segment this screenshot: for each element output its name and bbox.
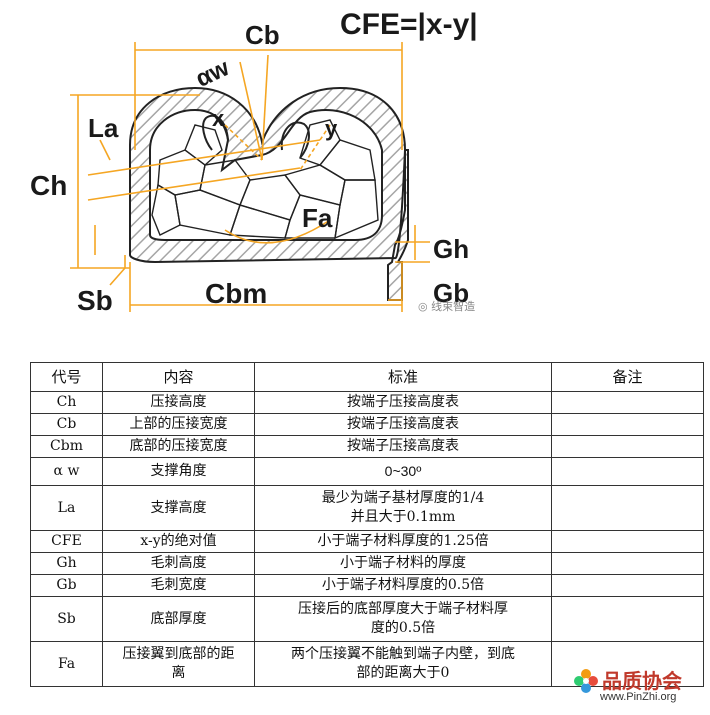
table-row: CFE x-y的绝对值 小于端子材料厚度的1.25倍 <box>30 530 704 553</box>
cell-standard: 小于端子材料厚度的0.5倍 <box>254 574 552 597</box>
header-note: 备注 <box>551 362 704 392</box>
cell-note <box>551 574 704 597</box>
cell-code: La <box>30 485 103 531</box>
watermark-label: 线束智造 <box>431 300 476 313</box>
cell-content: 压接高度 <box>102 391 255 414</box>
cell-content: 毛刺高度 <box>102 552 255 575</box>
label-la: La <box>88 113 119 143</box>
crimp-cross-section-diagram: CFE=|x-y| Cb αw x y La Ch Fa Gh Gb Sb Cb… <box>0 0 710 345</box>
table-row: Cbm 底部的压接宽度 按端子压接高度表 <box>30 435 704 458</box>
header-code: 代号 <box>30 362 103 392</box>
cell-standard: 两个压接翼不能触到端子内壁，到底 部的距离大于0 <box>254 641 552 687</box>
table-row: Sb 底部厚度 压接后的底部厚度大于端子材料厚 度的0.5倍 <box>30 596 704 642</box>
cell-note <box>551 413 704 436</box>
cell-standard: 按端子压接高度表 <box>254 391 552 414</box>
cell-standard: 0~30º <box>254 457 552 486</box>
cell-standard: 按端子压接高度表 <box>254 413 552 436</box>
table-row: Gb 毛刺宽度 小于端子材料厚度的0.5倍 <box>30 574 704 597</box>
pinzhi-logo: 品质协会 www.PinZhi.org <box>572 665 702 709</box>
dimension-lines <box>70 42 430 312</box>
crimp-diagram-svg <box>70 42 430 312</box>
cell-note <box>551 485 704 531</box>
cell-code: Sb <box>30 596 103 642</box>
inner-cavity <box>149 108 383 241</box>
cell-standard: 小于端子材料厚度的1.25倍 <box>254 530 552 553</box>
cell-code: α w <box>30 457 103 486</box>
cell-code: Cb <box>30 413 103 436</box>
cell-note <box>551 530 704 553</box>
logo-name: 品质协会 <box>602 669 682 693</box>
table-row: Gh 毛刺高度 小于端子材料的厚度 <box>30 552 704 575</box>
cell-note <box>551 457 704 486</box>
label-gb: Gb <box>433 278 470 308</box>
cell-code: Cbm <box>30 435 103 458</box>
cell-content: 压接翼到底部的距 离 <box>102 641 255 687</box>
cell-code: CFE <box>30 530 103 553</box>
cell-note <box>551 596 704 642</box>
cell-content: 毛刺宽度 <box>102 574 255 597</box>
table-row: La 支撑高度 最少为端子基材厚度的1/4 并且大于0.1mm <box>30 485 704 531</box>
cell-note <box>551 552 704 575</box>
label-cb: Cb <box>245 20 280 50</box>
table-row: Cb 上部的压接宽度 按端子压接高度表 <box>30 413 704 436</box>
logo-url: www.PinZhi.org <box>600 691 677 703</box>
cfe-formula: CFE=|x-y| <box>340 8 478 41</box>
table-header-row: 代号 内容 标准 备注 <box>30 362 704 392</box>
flower-logo-icon <box>574 669 598 693</box>
label-y: y <box>325 116 338 141</box>
label-fa: Fa <box>302 203 333 233</box>
cell-standard: 小于端子材料的厚度 <box>254 552 552 575</box>
cell-standard: 按端子压接高度表 <box>254 435 552 458</box>
cell-content: 支撑高度 <box>102 485 255 531</box>
table-row: Ch 压接高度 按端子压接高度表 <box>30 391 704 414</box>
header-standard: 标准 <box>254 362 552 392</box>
cell-content: 底部的压接宽度 <box>102 435 255 458</box>
cell-code: Ch <box>30 391 103 414</box>
watermark-text: ◎ 线束智造 <box>418 298 475 314</box>
label-gh: Gh <box>433 234 470 264</box>
table-row: α w 支撑角度 0~30º <box>30 457 704 486</box>
label-sb: Sb <box>77 285 113 316</box>
crimp-spec-table: 代号 内容 标准 备注 Ch 压接高度 按端子压接高度表 Cb 上部的压接宽度 … <box>30 362 704 687</box>
cell-code: Gb <box>30 574 103 597</box>
cell-note <box>551 435 704 458</box>
label-x: x <box>212 106 225 131</box>
cell-content: 上部的压接宽度 <box>102 413 255 436</box>
right-wing-tip <box>280 121 310 159</box>
label-cbm: Cbm <box>205 278 268 309</box>
left-wing-tip <box>202 114 229 151</box>
cell-code: Fa <box>30 641 103 687</box>
table-row: Fa 压接翼到底部的距 离 两个压接翼不能触到端子内壁，到底 部的距离大于0 <box>30 641 704 687</box>
wire-strands <box>151 119 379 240</box>
cell-content: 底部厚度 <box>102 596 255 642</box>
header-content: 内容 <box>102 362 255 392</box>
cell-content: 支撑角度 <box>102 457 255 486</box>
cell-note <box>551 391 704 414</box>
cell-code: Gh <box>30 552 103 575</box>
cell-standard: 最少为端子基材厚度的1/4 并且大于0.1mm <box>254 485 552 531</box>
cell-content: x-y的绝对值 <box>102 530 255 553</box>
label-ch: Ch <box>30 170 68 201</box>
wechat-icon: ◎ <box>418 300 428 313</box>
cell-standard: 压接后的底部厚度大于端子材料厚 度的0.5倍 <box>254 596 552 642</box>
